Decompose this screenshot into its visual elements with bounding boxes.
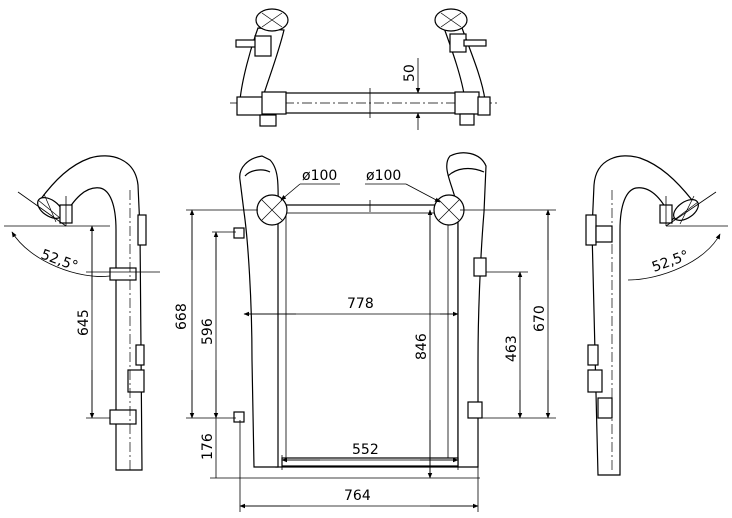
dim-tank-height: 846	[414, 333, 430, 360]
right-side-mount-upper	[595, 225, 613, 243]
dim-diameter-left: ø100	[302, 168, 337, 184]
left-side-bracket-low	[127, 369, 145, 393]
right-tank	[446, 152, 487, 468]
right-side-bracket-mid	[587, 344, 599, 366]
right-side-bracket-low	[587, 369, 603, 393]
dim-top-height: 50	[402, 64, 418, 82]
right-side-pipe	[591, 155, 693, 476]
dim-bottom-width: 552	[352, 442, 379, 458]
top-left-foot	[259, 114, 277, 127]
left-lower-tab	[233, 411, 245, 423]
front-view: 778 668 596 176 846 670 463 55	[174, 152, 556, 512]
left-side-bracket-mid	[135, 344, 145, 366]
top-right-collar	[454, 91, 480, 115]
right-lower-tab	[467, 401, 483, 419]
right-side-bracket-upper	[585, 214, 597, 246]
left-side-bracket-upper	[137, 214, 147, 246]
dim-diameter-right: ø100	[366, 168, 401, 184]
core-block	[275, 204, 459, 468]
dim-right-mount: 463	[504, 335, 520, 362]
dim-core-height: 668	[174, 303, 190, 330]
right-side-view: 52,5°	[585, 155, 728, 476]
top-left-bracket	[254, 35, 272, 57]
top-right-foot	[459, 113, 475, 126]
left-side-mount-lower	[109, 409, 137, 425]
dim-bottom-offset: 176	[200, 433, 216, 460]
top-right-end-block	[477, 96, 491, 116]
left-side-mount-upper	[109, 267, 137, 281]
dim-left-angle: 52,5°	[39, 247, 80, 275]
left-side-view: 645 52,5°	[4, 155, 160, 471]
dim-left-mount: 645	[76, 309, 92, 336]
left-upper-tab	[233, 227, 245, 239]
dim-inner-height: 596	[200, 318, 216, 345]
right-upper-tab	[473, 257, 487, 277]
dim-right-height: 670	[532, 305, 548, 332]
left-tank	[239, 155, 279, 468]
top-right-clip	[463, 39, 487, 47]
top-left-end-block	[236, 96, 264, 116]
top-left-collar	[261, 91, 287, 115]
bottom-bar	[281, 457, 459, 467]
dim-core-width: 778	[347, 296, 374, 312]
right-side-mount-lower	[597, 397, 613, 419]
top-view: 50	[230, 8, 500, 130]
dim-overall-width: 764	[344, 488, 371, 504]
